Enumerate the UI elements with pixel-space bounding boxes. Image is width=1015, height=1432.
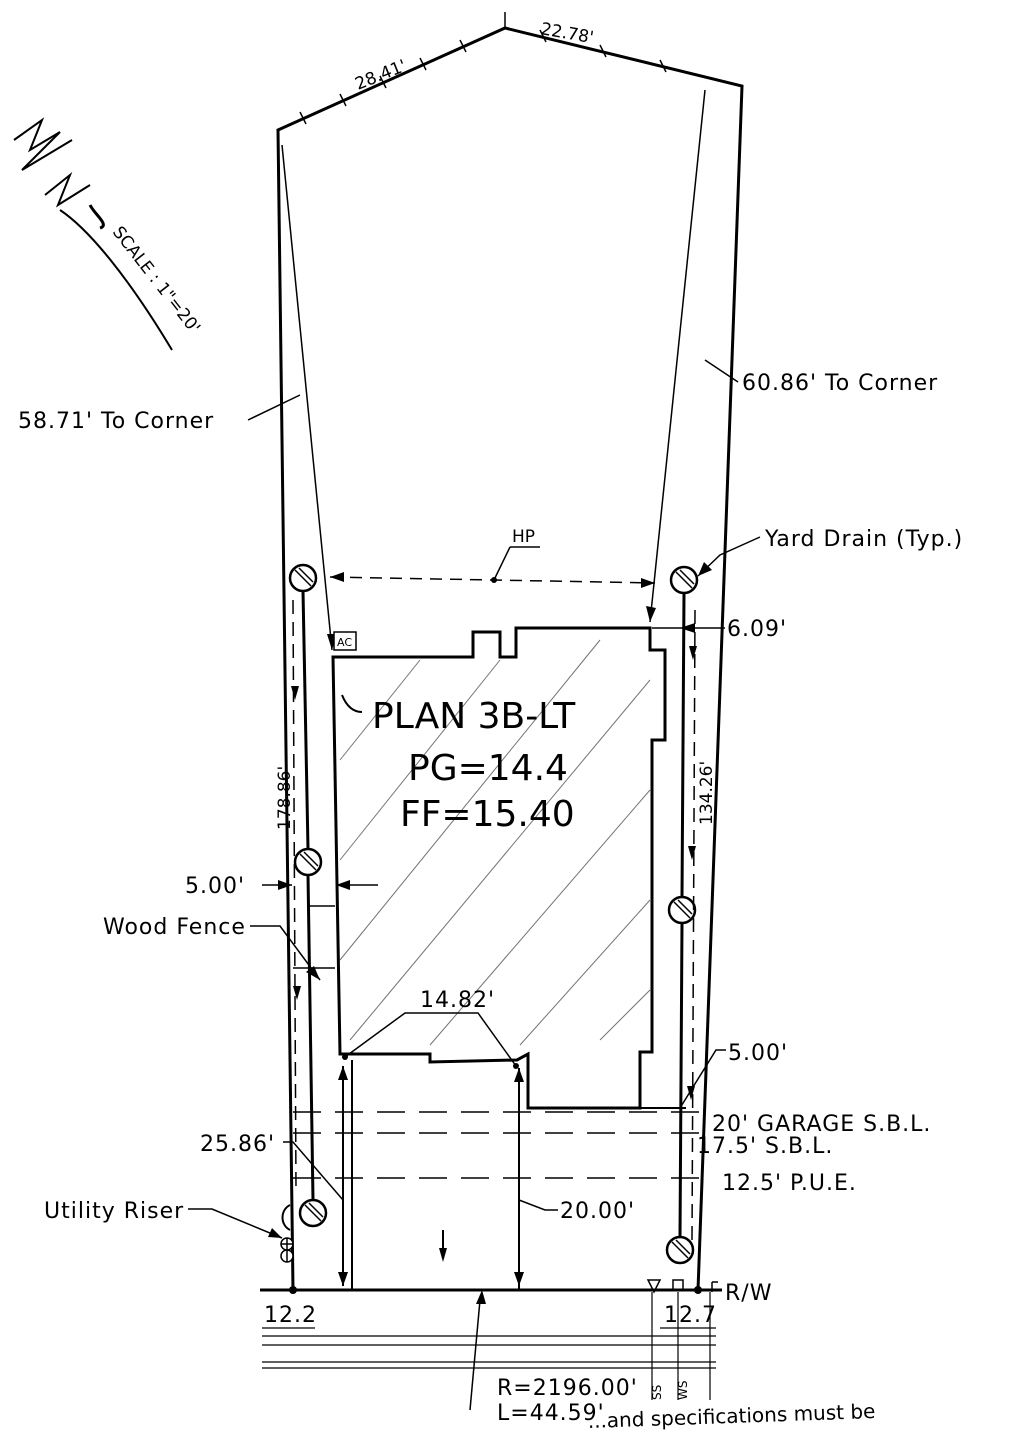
pad-grade: PG=14.4 xyxy=(408,748,568,789)
left-to-corner-label: 58.71' To Corner xyxy=(18,409,214,434)
sewer-label: SS xyxy=(650,1385,664,1400)
garage-setback-line: 20' GARAGE S.B.L. xyxy=(712,1112,931,1137)
plan-name: PLAN 3B-LT xyxy=(372,696,576,737)
utility-riser-label: Utility Riser xyxy=(44,1199,184,1224)
utility-riser-icon xyxy=(280,1237,294,1263)
pg-pointer xyxy=(341,694,363,713)
right-depth-dimension: 134.26' xyxy=(697,761,717,825)
pue-line: 12.5' P.U.E. xyxy=(722,1171,857,1196)
scale-label: SCALE : 1"=20' xyxy=(108,223,204,338)
front-left-dimension: 25.86' xyxy=(200,1132,275,1157)
right-side-setback: 6.09' xyxy=(727,617,787,642)
curve-length: L=44.59' xyxy=(497,1401,605,1426)
right-curb-elevation: 12.7 xyxy=(664,1303,717,1328)
fence-ticks xyxy=(299,29,667,125)
ac-unit xyxy=(333,631,357,651)
high-point-label: HP xyxy=(512,527,535,547)
garage-side-setback: 5.00' xyxy=(728,1041,788,1066)
finish-floor: FF=15.40 xyxy=(400,794,575,835)
left-curb-elevation: 12.2 xyxy=(264,1303,317,1328)
right-of-way-label: R/W xyxy=(725,1281,772,1306)
water-label: WS xyxy=(676,1381,690,1400)
left-side-setback: 5.00' xyxy=(185,874,245,899)
left-depth-dimension: 178.86' xyxy=(275,766,295,830)
spec-note: ...and specifications must be xyxy=(587,1399,875,1432)
yard-drain-label: Yard Drain (Typ.) xyxy=(764,527,963,552)
wood-fence-label: Wood Fence xyxy=(103,915,246,940)
curve-radius: R=2196.00' xyxy=(497,1376,638,1401)
top-right-dimension: 22.78' xyxy=(539,19,595,48)
ac-label: AC xyxy=(337,636,352,649)
right-to-corner-label: 60.86' To Corner xyxy=(742,371,938,396)
garage-width: 14.82' xyxy=(420,988,495,1013)
top-left-dimension: 28.41' xyxy=(352,56,409,95)
building-setback-line: 17.5' S.B.L. xyxy=(697,1134,833,1159)
north-arrow-icon xyxy=(13,117,173,351)
driveway-depth: 20.00' xyxy=(560,1199,635,1224)
house-footprint xyxy=(331,626,667,1110)
